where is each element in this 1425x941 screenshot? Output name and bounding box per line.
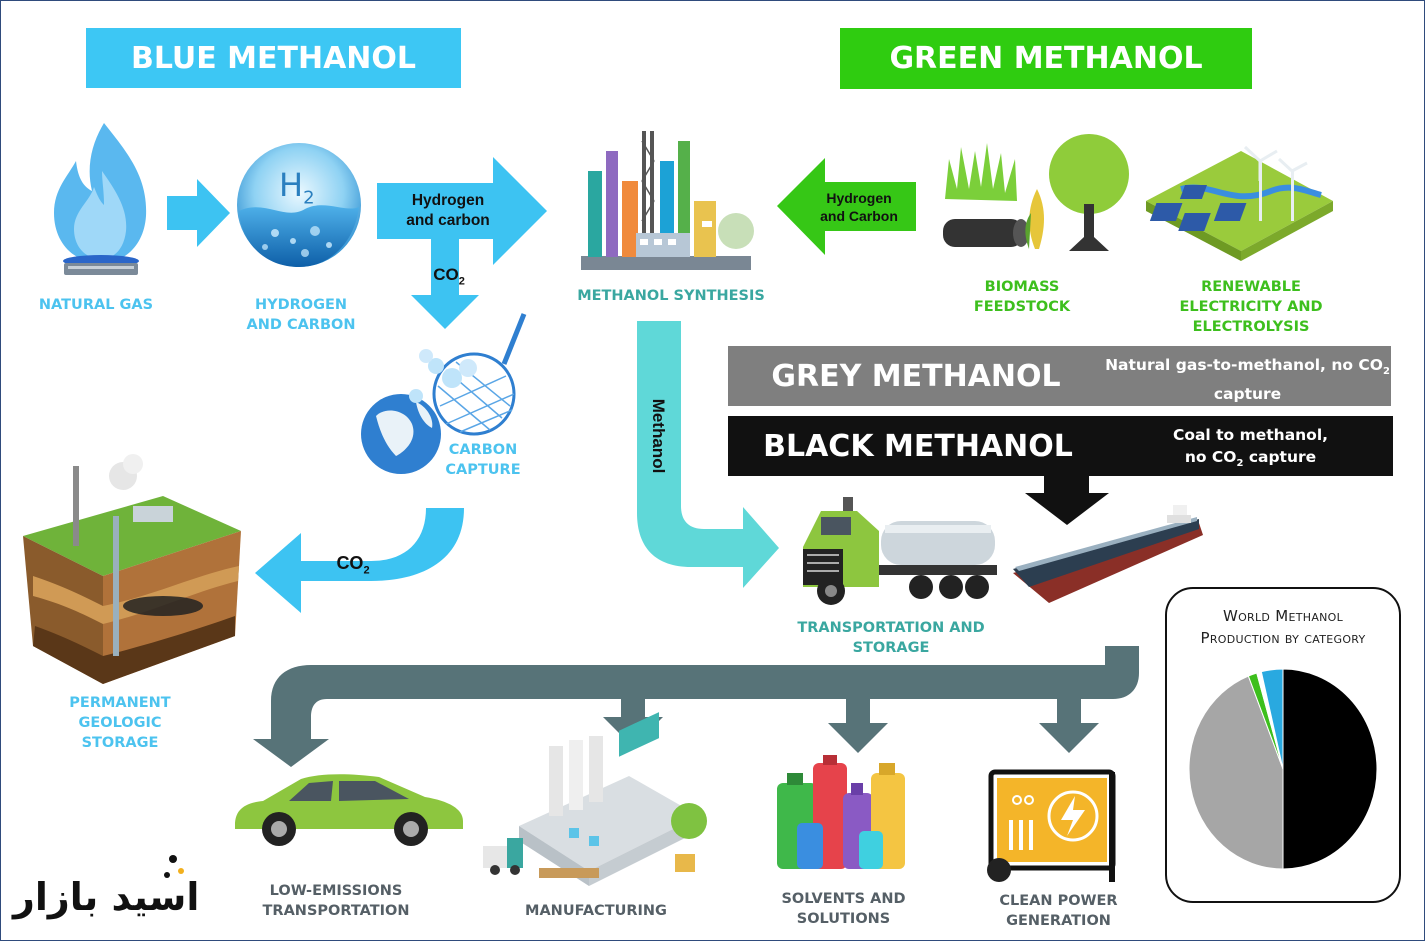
pie-slice-grey xyxy=(1188,675,1284,870)
grey-methanol-banner: GREY METHANOL Natural gas-to-methanol, n… xyxy=(728,346,1391,406)
label-transportation-storage: TRANSPORTATION AND STORAGE xyxy=(797,620,985,656)
tanker-ship-icon xyxy=(1013,505,1203,603)
solvents-bottles-icon xyxy=(777,755,905,869)
arrow-hydrogen-to-synthesis xyxy=(377,157,547,265)
low-emissions-car-icon xyxy=(235,774,463,846)
pie-title: World Methanol Production by category xyxy=(1200,607,1366,647)
black-methanol-note: Coal to methanol, no CO2 capture xyxy=(1172,426,1329,470)
label-solvents-solutions: SOLVENTS AND SOLUTIONS xyxy=(781,891,906,927)
label-carbon-capture: CARBON CAPTURE xyxy=(445,442,521,478)
arrow-label-co2-capture: CO2 xyxy=(433,265,465,288)
methanol-synthesis-plant-icon xyxy=(581,131,754,270)
renewable-electrolysis-icon xyxy=(1146,145,1333,261)
logo-flask-icon xyxy=(164,855,184,878)
grey-methanol-note: Natural gas-to-methanol, no CO2 capture xyxy=(1105,356,1390,404)
arrow-green-to-synthesis xyxy=(777,158,916,255)
label-renewable-electrolysis: RENEWABLE ELECTRICITY AND ELECTROLYSIS xyxy=(1179,279,1323,335)
biomass-feedstock-icon xyxy=(943,134,1129,251)
arrow-black-to-ship xyxy=(1025,476,1109,525)
arrow-co2-to-storage xyxy=(255,508,464,613)
world-methanol-pie-panel: World Methanol Production by category xyxy=(1165,587,1401,903)
label-clean-power-generation: CLEAN POWER GENERATION xyxy=(999,893,1118,929)
black-methanol-banner: BLACK METHANOL Coal to methanol, no CO2 … xyxy=(728,416,1393,476)
label-natural-gas: NATURAL GAS xyxy=(38,297,154,313)
label-methanol-synthesis: METHANOL SYNTHESIS xyxy=(577,288,765,304)
pie-slice-blue xyxy=(1260,668,1284,770)
manufacturing-factory-icon xyxy=(483,712,707,886)
arrow-gas-to-hydrogen xyxy=(167,179,230,247)
green-methanol-banner: GREEN METHANOL xyxy=(840,28,1252,89)
arrow-label-methanol: Methanol xyxy=(649,398,668,474)
pie-slice-black xyxy=(1282,668,1378,870)
black-methanol-title: BLACK METHANOL xyxy=(763,428,1073,464)
blue-methanol-banner: BLUE METHANOL xyxy=(86,28,461,88)
hydrogen-sphere-icon xyxy=(237,143,361,267)
tanker-truck-icon xyxy=(803,497,997,605)
green-methanol-title: GREEN METHANOL xyxy=(889,41,1203,76)
arrow-methanol-to-transport xyxy=(637,321,779,588)
pie-chart xyxy=(1188,668,1378,870)
label-permanent-geologic-storage: PERMANENT GEOLOGIC STORAGE xyxy=(69,695,171,751)
grey-methanol-title: GREY METHANOL xyxy=(771,358,1061,394)
arrow-label-co2-storage: CO2 xyxy=(336,553,370,577)
arrow-label-hydrogen-carbon-green: Hydrogen and Carbon xyxy=(820,190,898,224)
arrow-to-solvents xyxy=(828,699,888,753)
arrow-distribution-main xyxy=(253,646,1139,767)
geologic-storage-icon xyxy=(23,454,241,684)
label-manufacturing: MANUFACTURING xyxy=(525,903,667,919)
carbon-capture-icon xyxy=(361,313,527,474)
label-low-emissions-transportation: LOW-EMISSIONS TRANSPORTATION xyxy=(262,883,410,919)
natural-gas-flame-icon xyxy=(54,123,147,275)
blue-methanol-title: BLUE METHANOL xyxy=(130,40,417,76)
label-hydrogen-and-carbon: HYDROGEN AND CARBON xyxy=(246,297,356,333)
arrow-co2-to-capture xyxy=(411,239,479,329)
label-biomass-feedstock: BIOMASS FEEDSTOCK xyxy=(973,279,1071,315)
arrow-to-power xyxy=(1039,699,1099,753)
h2-symbol: H2 xyxy=(279,166,315,209)
arrow-label-hydrogen-carbon-blue: Hydrogen and carbon xyxy=(406,192,490,229)
logo-text: اسید بازار xyxy=(13,875,200,919)
arrow-to-manufacturing xyxy=(603,699,663,747)
clean-power-generator-icon xyxy=(987,769,1116,882)
acid-bazar-logo: اسید بازار xyxy=(13,853,223,923)
